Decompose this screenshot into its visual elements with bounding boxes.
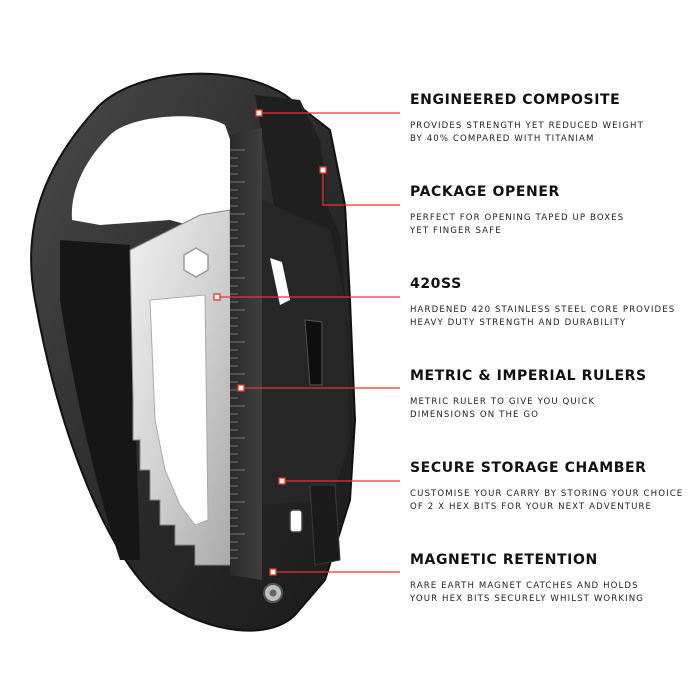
feature-description-line: PROVIDES STRENGTH YET REDUCED WEIGHT [410, 121, 644, 131]
storage-slot [304, 319, 323, 386]
ruler-ticks [230, 149, 245, 559]
feature-description-line: YOUR HEX BITS SECURELY WHILST WORKING [410, 593, 645, 604]
feature-engineered-composite: ENGINEERED COMPOSITE PROVIDES STRENGTH Y… [410, 92, 690, 145]
feature-420ss: 420SS HARDENED 420 STAINLESS STEEL CORE … [410, 276, 690, 329]
feature-description: RARE EARTH MAGNET CATCHES AND HOLDS YOUR… [410, 580, 690, 605]
side-window [270, 258, 290, 305]
feature-description-line: HARDENED 420 STAINLESS STEEL CORE PROVID… [410, 305, 676, 315]
feature-description-line: DIMENSIONS ON THE GO [410, 409, 540, 420]
bit-slot [289, 509, 303, 533]
feature-rulers: METRIC & IMPERIAL RULERS METRIC RULER TO… [410, 368, 690, 421]
feature-description-line: PERFECT FOR OPENING TAPED UP BOXES [410, 213, 625, 223]
callout-markers [213, 109, 327, 576]
feature-title: METRIC & IMPERIAL RULERS [410, 368, 647, 384]
left-grip-panel [60, 240, 140, 560]
feature-description-line: CUSTOMISE YOUR CARRY BY STORING YOUR CHO… [410, 489, 684, 499]
callout-marker-4 [237, 384, 245, 392]
feature-description-line: BY 40% COMPARED WITH TITANIAM [410, 133, 595, 144]
steel-slot [149, 294, 209, 526]
feature-description: CUSTOMISE YOUR CARRY BY STORING YOUR CHO… [410, 488, 690, 513]
feature-description-line: YET FINGER SAFE [410, 225, 502, 236]
feature-title: SECURE STORAGE CHAMBER [410, 460, 647, 476]
callout-marker-5 [278, 477, 286, 485]
callout-line-2 [322, 170, 400, 206]
callout-lines [217, 112, 400, 573]
callout-marker-2 [319, 166, 327, 174]
ruler-rail [230, 128, 262, 580]
feature-title: MAGNETIC RETENTION [410, 552, 598, 568]
feature-description-line: HEAVY DUTY STRENGTH AND DURABILITY [410, 317, 627, 328]
feature-storage-chamber: SECURE STORAGE CHAMBER CUSTOMISE YOUR CA… [410, 460, 690, 513]
feature-description-line: OF 2 X HEX BITS FOR YOUR NEXT ADVENTURE [410, 501, 653, 512]
feature-magnetic-retention: MAGNETIC RETENTION RARE EARTH MAGNET CAT… [410, 552, 690, 605]
callout-marker-1 [255, 109, 263, 117]
callout-marker-6 [269, 568, 277, 576]
feature-description: METRIC RULER TO GIVE YOU QUICK DIMENSION… [410, 396, 690, 421]
feature-description: PROVIDES STRENGTH YET REDUCED WEIGHT BY … [410, 120, 690, 145]
feature-package-opener: PACKAGE OPENER PERFECT FOR OPENING TAPED… [410, 184, 690, 237]
magnet-center [269, 589, 277, 597]
latch-block [309, 484, 341, 566]
feature-title: 420SS [410, 276, 462, 292]
hex-hole [183, 247, 209, 278]
feature-title: PACKAGE OPENER [410, 184, 560, 200]
feature-description: PERFECT FOR OPENING TAPED UP BOXES YET F… [410, 212, 690, 237]
feature-description: HARDENED 420 STAINLESS STEEL CORE PROVID… [410, 304, 690, 329]
feature-description-line: RARE EARTH MAGNET CATCHES AND HOLDS [410, 581, 639, 591]
feature-title: ENGINEERED COMPOSITE [410, 92, 621, 108]
feature-description-line: METRIC RULER TO GIVE YOU QUICK [410, 397, 596, 407]
callout-marker-3 [213, 293, 221, 301]
inner-opening [71, 116, 232, 235]
